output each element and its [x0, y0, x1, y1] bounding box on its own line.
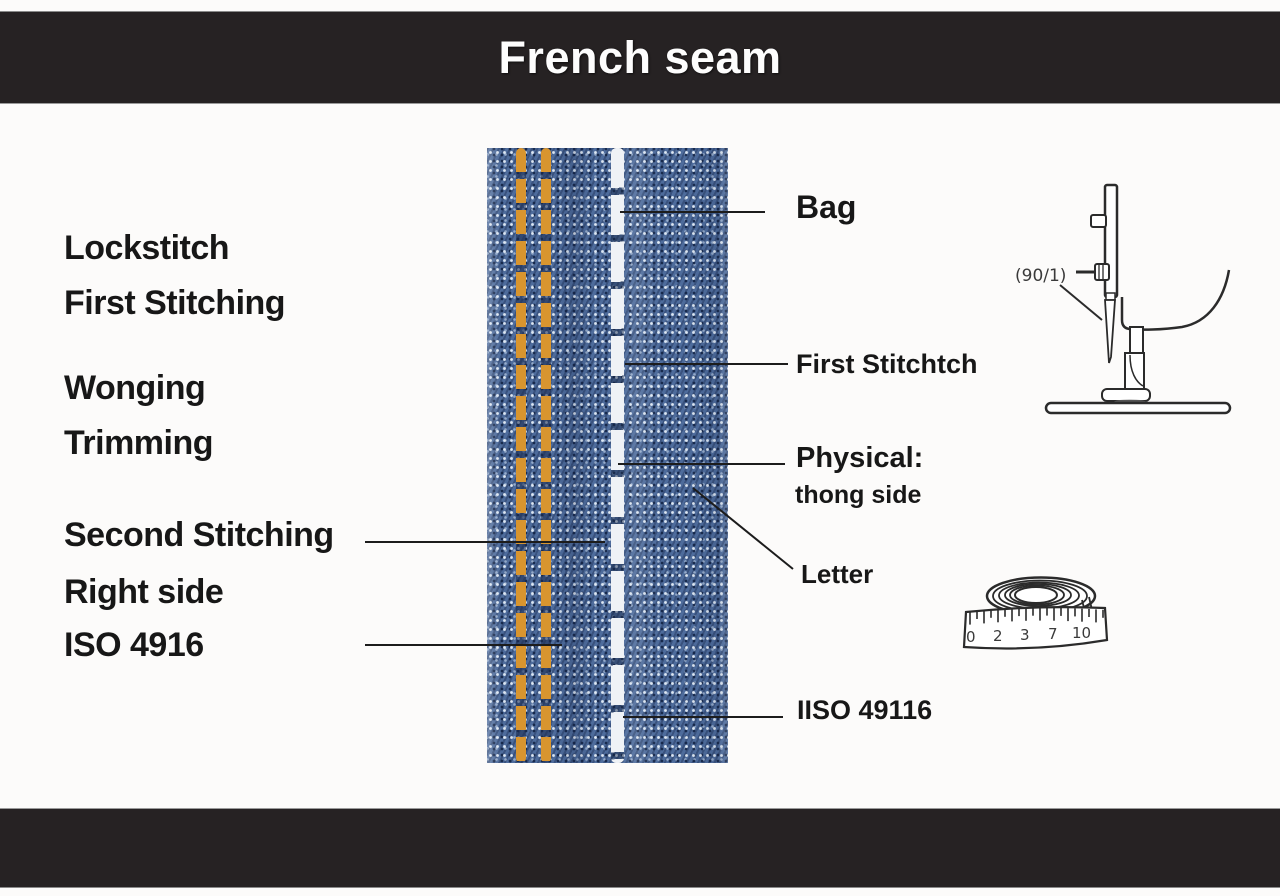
label-letter: Letter: [801, 559, 874, 589]
label-lockstitch: Lockstitch: [64, 229, 230, 267]
presser-foot: [1101, 388, 1151, 402]
ruler-number-10: 10: [1072, 624, 1091, 642]
label-first-stitchtch: First Stitchtch: [796, 349, 978, 379]
denim-fabric-photo: [487, 148, 728, 763]
label-bag: Bag: [796, 189, 857, 225]
label-thong-side: thong side: [795, 481, 922, 509]
needle: [1104, 299, 1116, 364]
ruler-number-3: 3: [1020, 626, 1030, 644]
sewing-machine-illustration: (90/1): [1015, 183, 1232, 415]
label-physical: Physical:: [796, 442, 924, 474]
foot-holder-curve: [1129, 354, 1144, 387]
tape-roll-hole: [1014, 586, 1058, 604]
tape-roll-ring: [1009, 584, 1065, 606]
label-second-stitching: Second Stitching: [64, 516, 334, 554]
page-title: French seam: [498, 31, 782, 83]
machine-caption-line: [1059, 284, 1103, 321]
ruler-number-2: 2: [993, 627, 1003, 645]
label-wonging: Wonging: [64, 369, 206, 407]
title-bar: French seam: [0, 11, 1280, 104]
tension-knob: [1094, 263, 1110, 281]
label-right-side: Right side: [64, 573, 224, 611]
ruler-ticks: [969, 607, 1104, 625]
presser-bar: [1129, 326, 1144, 354]
orange-stitch-row-1: [516, 148, 526, 763]
thread-guide-knob: [1090, 214, 1107, 228]
machine-arm: [1120, 269, 1231, 331]
label-iso-4916: ISO 4916: [64, 626, 204, 664]
base-plate: [1044, 401, 1232, 415]
measuring-tape-illustration: 0 2 3 7 10: [962, 576, 1109, 650]
label-first-stitching: First Stitching: [64, 284, 286, 322]
ruler-number-7: 7: [1048, 625, 1058, 643]
tape-roll-ring: [1004, 583, 1072, 607]
orange-stitch-row-2: [541, 148, 551, 763]
label-trimming: Trimming: [64, 424, 214, 462]
ruler-number-0: 0: [966, 628, 976, 646]
needle-clamp: [1105, 292, 1116, 301]
white-seam-stitch: [611, 148, 624, 763]
machine-caption: (90/1): [1015, 266, 1066, 286]
footer-bar: [0, 808, 1280, 888]
label-iso-49116: IISO 49116: [797, 695, 933, 725]
